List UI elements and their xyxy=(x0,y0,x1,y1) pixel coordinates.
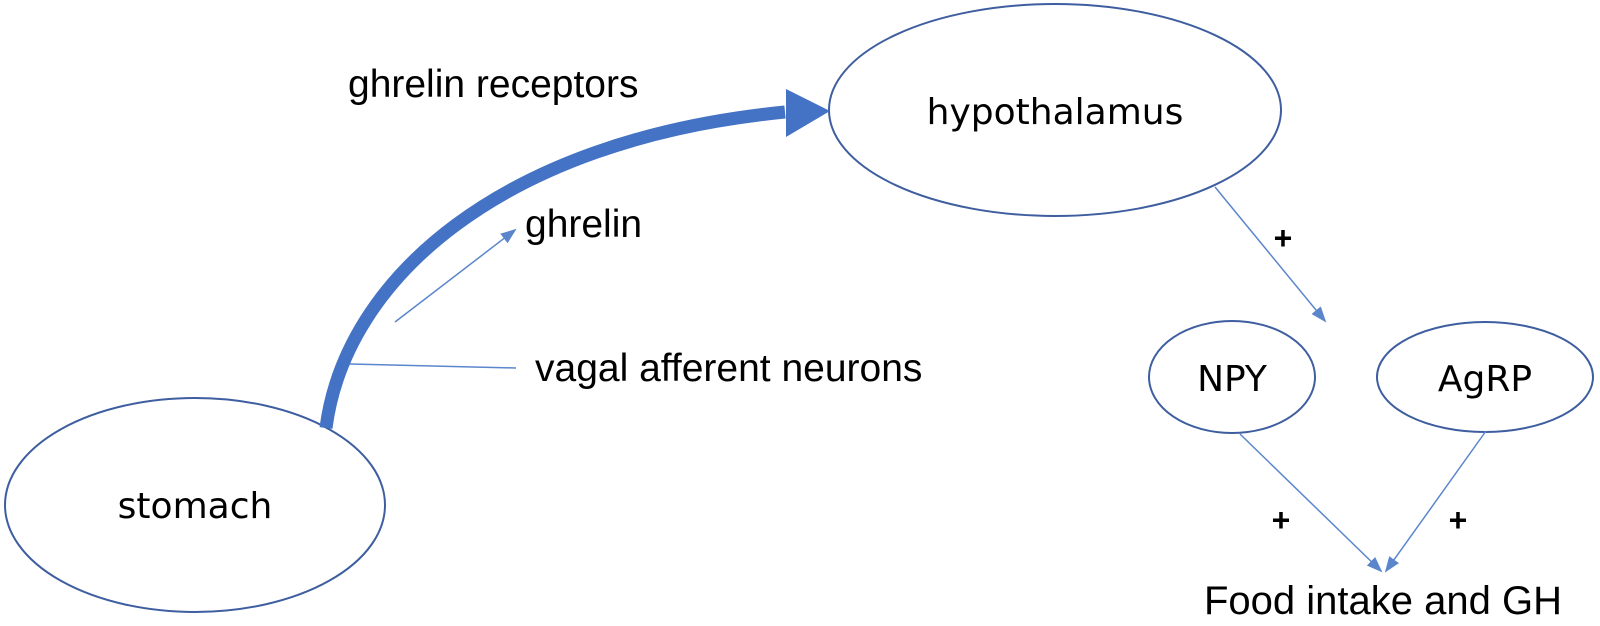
stomach-ellipse xyxy=(4,397,386,613)
ghrelin-receptors-label: ghrelin receptors xyxy=(348,63,638,106)
vagal-afferent-neurons-label: vagal afferent neurons xyxy=(535,347,922,390)
npy-node: NPY xyxy=(1148,320,1316,434)
ghrelin-label: ghrelin xyxy=(525,203,642,246)
stomach-label: stomach xyxy=(118,486,273,527)
npy-to-outcome-sign: + xyxy=(1272,502,1291,538)
hypothalamus-label: hypothalamus xyxy=(927,92,1184,133)
agrp-label: AgRP xyxy=(1438,359,1532,400)
ghrelin-receptors-arrow xyxy=(319,89,830,429)
stomach-node: stomach xyxy=(4,397,386,613)
agrp-to-outcome-sign: + xyxy=(1449,502,1468,538)
food-intake-and-gh-label: Food intake and GH xyxy=(1204,579,1562,623)
vagal-afferent-line xyxy=(349,363,517,369)
ghrelin-arrow xyxy=(394,228,517,323)
hypothalamus-to-npy-sign: + xyxy=(1274,220,1293,256)
agrp-node: AgRP xyxy=(1376,321,1594,433)
agrp-to-outcome-arrow xyxy=(1384,430,1487,573)
thick-arrow-shaft xyxy=(319,105,786,429)
hypothalamus-to-npy-arrow xyxy=(1214,186,1327,323)
npy-ellipse xyxy=(1148,320,1316,434)
npy-to-outcome-arrow xyxy=(1239,433,1383,573)
thick-arrowhead xyxy=(786,89,830,137)
npy-label: NPY xyxy=(1197,359,1268,400)
hypothalamus-ellipse xyxy=(828,3,1282,217)
hypothalamus-node: hypothalamus xyxy=(828,3,1282,217)
